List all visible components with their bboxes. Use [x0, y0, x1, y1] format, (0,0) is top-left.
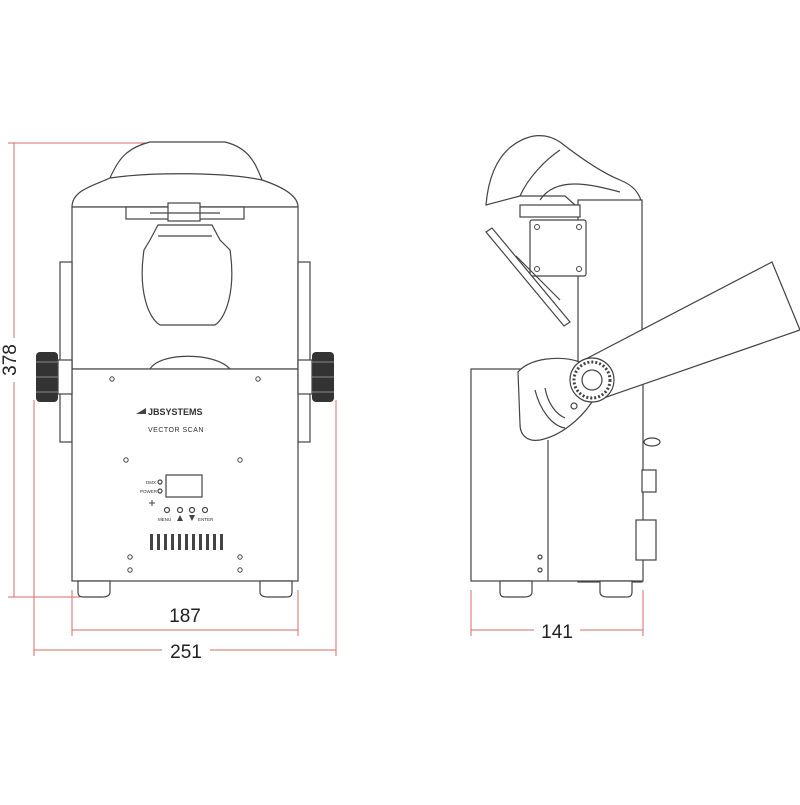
outer-width-label: 251 [170, 642, 202, 663]
side-yoke-arm [517, 261, 800, 441]
down-arrow-icon [189, 515, 195, 521]
front-right-foot [259, 580, 293, 598]
inner-width-label: 187 [169, 606, 201, 627]
front-display [165, 474, 203, 498]
front-left-knob-icon [36, 352, 73, 402]
brand-label: JBSYSTEMS [148, 407, 203, 417]
front-left-foot [77, 580, 111, 598]
power-label: POWER [140, 489, 158, 494]
front-buttons: MENU ENTER [158, 506, 214, 522]
menu-button[interactable] [163, 506, 171, 514]
front-view: JBSYSTEMS VECTOR SCAN DMX POWER MENU ENT… [36, 141, 334, 598]
height-label: 378 [0, 344, 21, 376]
enter-button[interactable] [201, 506, 209, 514]
power-led-icon [157, 488, 163, 494]
front-head-cover [71, 141, 299, 208]
front-lower-lens [149, 355, 231, 370]
down-button[interactable] [188, 506, 196, 514]
side-motor-plate [529, 219, 587, 277]
side-mirror-bracket [519, 204, 581, 218]
enter-label: ENTER [198, 517, 214, 522]
height-label-bg [0, 338, 28, 382]
front-right-yoke-plate [297, 261, 311, 443]
dimension-lines [0, 142, 644, 656]
side-head-cover [485, 135, 643, 206]
side-view [470, 135, 800, 598]
front-left-yoke-plate [59, 261, 73, 443]
front-mirror-housing [141, 224, 233, 326]
front-mirror-mount [167, 202, 201, 222]
up-arrow-icon [177, 515, 183, 521]
side-connector-cap [643, 437, 661, 447]
side-arm-slot [534, 389, 566, 429]
side-width-label: 141 [541, 622, 573, 643]
dmx-label: DMX [146, 480, 156, 485]
front-right-knob-icon [297, 352, 334, 402]
side-left-foot [499, 580, 533, 598]
menu-label: MENU [158, 517, 171, 522]
dmx-led-icon [157, 479, 163, 485]
side-connector-top [641, 469, 657, 493]
front-vent-slots [150, 534, 223, 550]
cross-icon [149, 500, 155, 506]
model-label: VECTOR SCAN [148, 427, 204, 434]
front-head-cover-seam [109, 173, 263, 181]
side-right-foot [599, 580, 633, 598]
jb-logo-icon [136, 408, 146, 414]
up-button[interactable] [176, 506, 184, 514]
side-mirror [485, 227, 571, 327]
side-connector-bottom [635, 519, 657, 561]
